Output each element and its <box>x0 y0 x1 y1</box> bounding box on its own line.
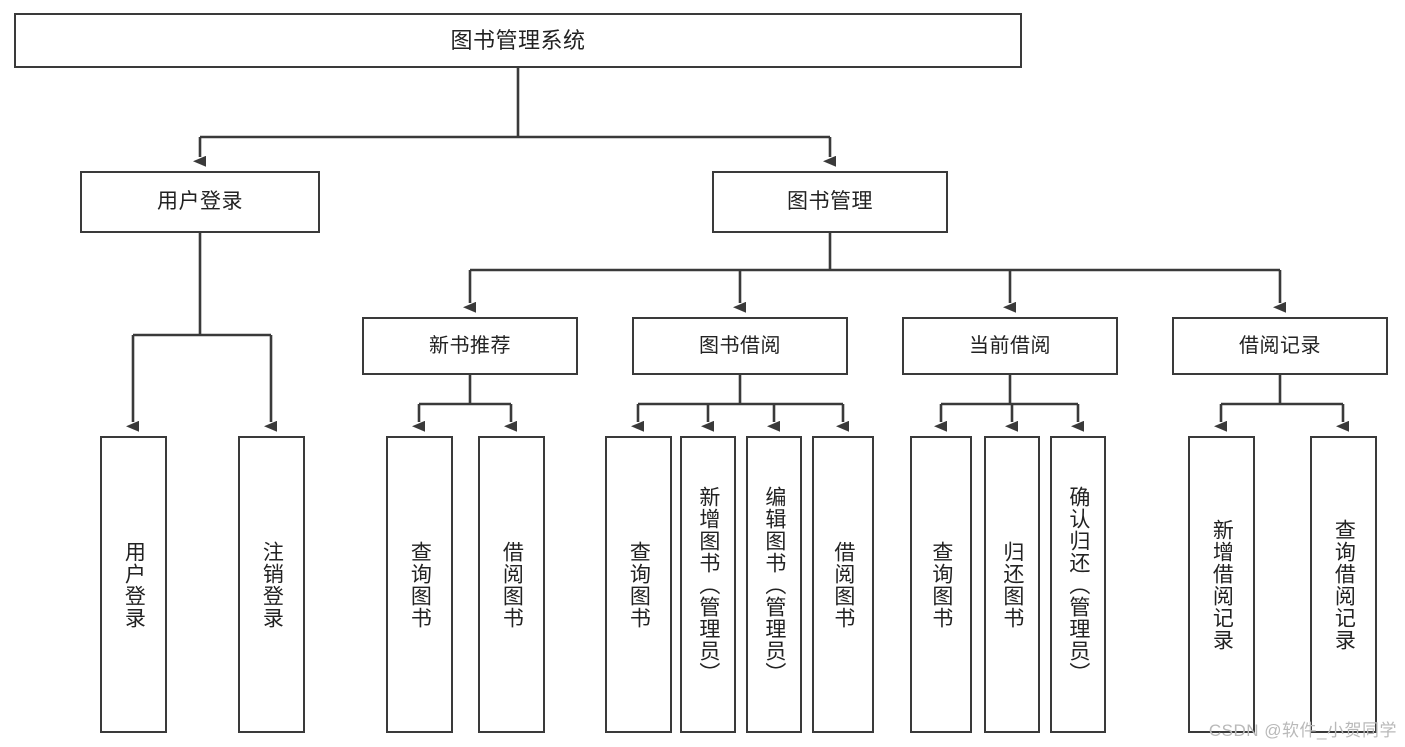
node-leaf-user-login-login[interactable]: 用户登录 <box>100 436 167 733</box>
node-label-leaf-new-book-query: 查询图书 <box>408 540 432 629</box>
node-label-leaf-borrow-record-query: 查询借阅记录 <box>1332 518 1356 651</box>
node-leaf-new-book-borrow[interactable]: 借阅图书 <box>478 436 545 733</box>
node-label-leaf-borrow-record-add: 新增借阅记录 <box>1210 518 1234 651</box>
node-label-leaf-user-login-logout: 注销登录 <box>260 540 284 629</box>
node-root-book-management-system[interactable]: 图书管理系统 <box>14 13 1022 68</box>
node-new-book-recommend[interactable]: 新书推荐 <box>362 317 578 375</box>
node-leaf-book-borrow-query[interactable]: 查询图书 <box>605 436 672 733</box>
node-borrow-record[interactable]: 借阅记录 <box>1172 317 1388 375</box>
node-leaf-borrow-record-query[interactable]: 查询借阅记录 <box>1310 436 1377 733</box>
node-label-new-book-recommend: 新书推荐 <box>429 334 511 357</box>
node-leaf-book-borrow-borrow[interactable]: 借阅图书 <box>812 436 874 733</box>
node-leaf-new-book-query[interactable]: 查询图书 <box>386 436 453 733</box>
node-label-leaf-book-borrow-borrow: 借阅图书 <box>831 540 855 629</box>
node-book-borrow[interactable]: 图书借阅 <box>632 317 848 375</box>
node-label-leaf-current-borrow-return: 归还图书 <box>1000 540 1024 629</box>
node-label-borrow-record: 借阅记录 <box>1239 334 1321 357</box>
node-label-leaf-current-borrow-query: 查询图书 <box>929 540 953 629</box>
node-leaf-book-borrow-add[interactable]: 新增图书（管理员） <box>680 436 736 733</box>
node-leaf-book-borrow-edit[interactable]: 编辑图书（管理员） <box>746 436 802 733</box>
node-leaf-current-borrow-query[interactable]: 查询图书 <box>910 436 972 733</box>
node-label-leaf-new-book-borrow: 借阅图书 <box>500 540 524 629</box>
node-label-leaf-book-borrow-edit: 编辑图书（管理员） <box>762 485 786 684</box>
node-leaf-user-login-logout[interactable]: 注销登录 <box>238 436 305 733</box>
node-current-borrow[interactable]: 当前借阅 <box>902 317 1118 375</box>
node-leaf-borrow-record-add[interactable]: 新增借阅记录 <box>1188 436 1255 733</box>
node-label-book-management: 图书管理 <box>787 189 873 213</box>
node-label-leaf-user-login-login: 用户登录 <box>122 540 146 629</box>
node-label-leaf-current-borrow-confirm: 确认归还（管理员） <box>1066 485 1090 684</box>
node-label-current-borrow: 当前借阅 <box>969 334 1051 357</box>
node-label-user-login: 用户登录 <box>157 189 243 213</box>
node-label-root: 图书管理系统 <box>450 27 586 53</box>
node-leaf-current-borrow-confirm[interactable]: 确认归还（管理员） <box>1050 436 1106 733</box>
node-label-leaf-book-borrow-query: 查询图书 <box>627 540 651 629</box>
node-label-book-borrow: 图书借阅 <box>699 334 781 357</box>
node-user-login[interactable]: 用户登录 <box>80 171 320 233</box>
node-label-leaf-book-borrow-add: 新增图书（管理员） <box>696 485 720 684</box>
node-book-management[interactable]: 图书管理 <box>712 171 948 233</box>
node-leaf-current-borrow-return[interactable]: 归还图书 <box>984 436 1040 733</box>
